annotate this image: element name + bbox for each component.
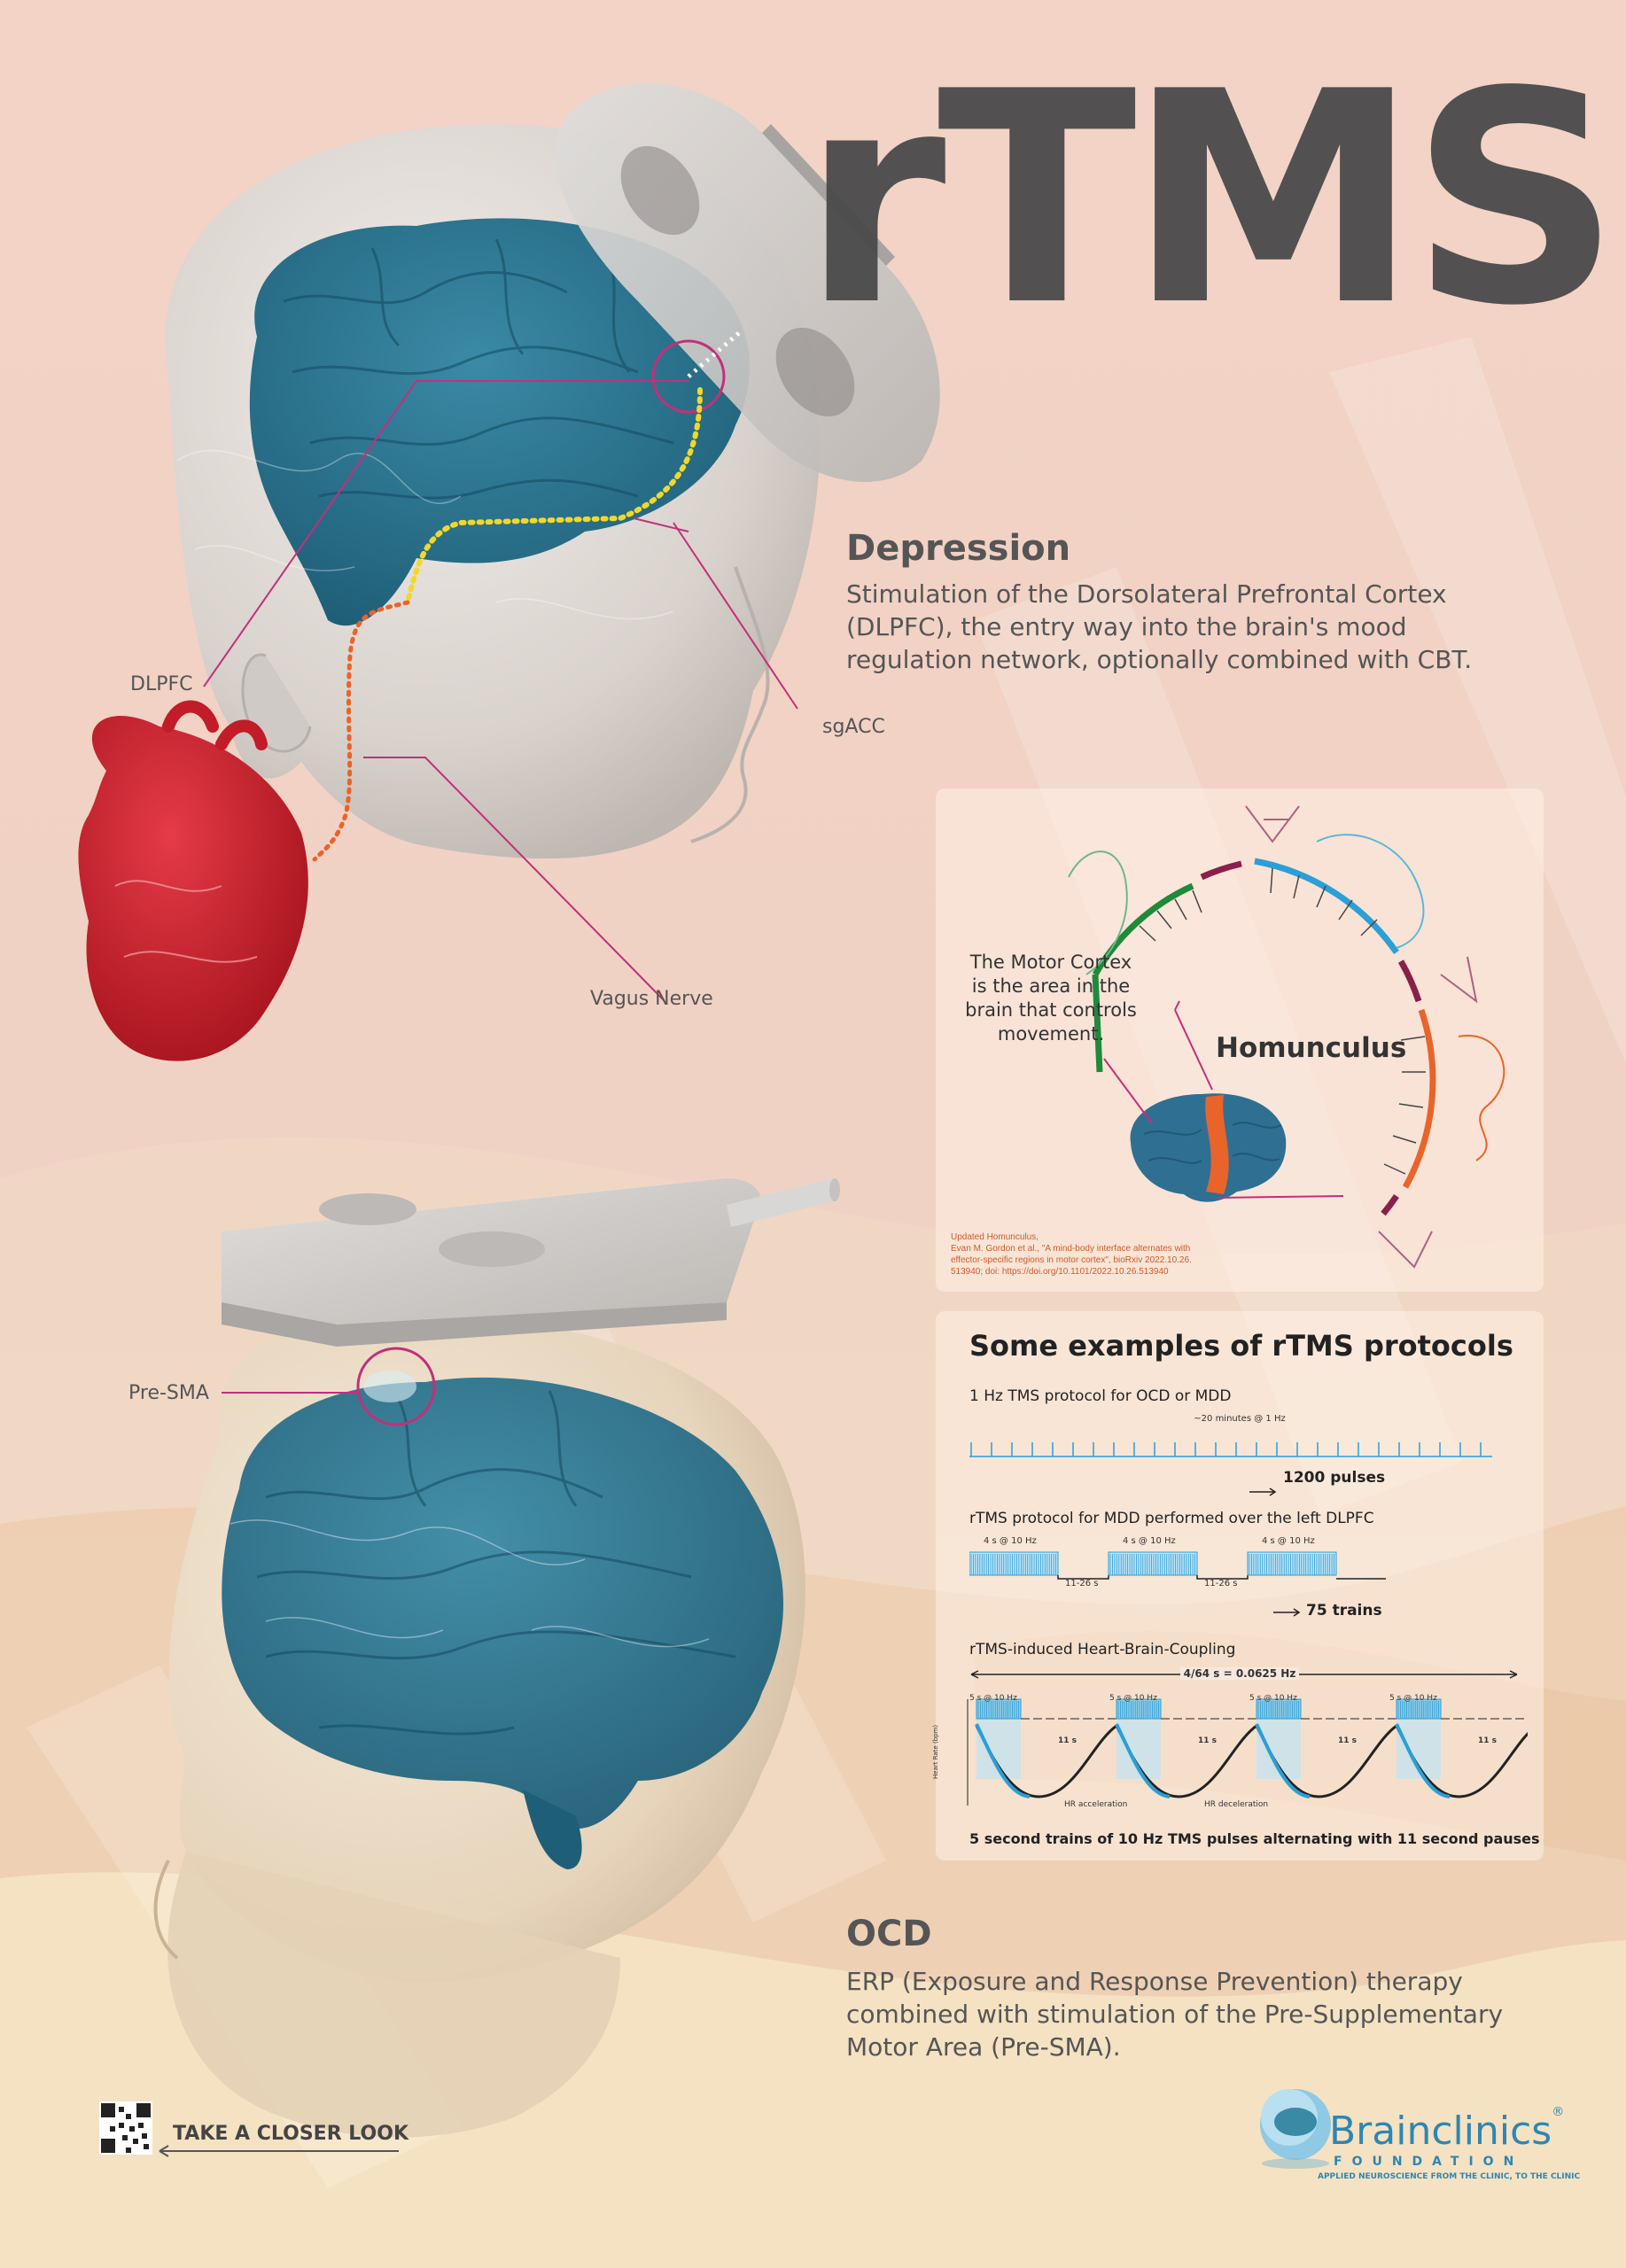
ref-line: 513940; doi: https://doi.org/10.1101/202…	[951, 1267, 1169, 1277]
protocol-3-heart-brain-chart	[967, 1670, 1528, 1806]
brand-foundation: FOUNDATION	[1334, 2155, 1524, 2169]
train-label: 5 s @ 10 Hz	[1249, 1694, 1297, 1703]
hr-deceleration-segment	[975, 1723, 1451, 1798]
depression-line: regulation network, optionally combined …	[846, 645, 1473, 674]
protocol-2-result: 75 trains	[1306, 1602, 1382, 1619]
protocol-3-footer: 5 second trains of 10 Hz TMS pulses alte…	[969, 1830, 1540, 1847]
brand-name: Brainclinics	[1329, 2109, 1552, 2154]
caption-line: is the area in the	[971, 975, 1131, 997]
label-pre-sma: Pre-SMA	[128, 1382, 209, 1404]
ocd-line: combined with stimulation of the Pre-Sup…	[846, 2000, 1504, 2029]
motor-cortex-panel: The Motor Cortex is the area in the brai…	[936, 788, 1544, 1292]
motor-cortex-caption: The Motor Cortex is the area in the brai…	[936, 951, 1166, 1046]
train-label: 5 s @ 10 Hz	[1389, 1694, 1437, 1703]
protocol-2-title: rTMS protocol for MDD performed over the…	[969, 1510, 1374, 1527]
brand-tagline: APPLIED NEUROSCIENCE FROM THE CLINIC, TO…	[1318, 2172, 1581, 2181]
homunculus-reference: Updated Homunculus, Evan M. Gordon et al…	[951, 1231, 1217, 1278]
protocol-3-ylabel: Heart Rate (bpm)	[932, 1725, 939, 1779]
period-label: 4/64 s = 0.0625 Hz	[1179, 1667, 1300, 1680]
gap-label: 11-26 s	[1204, 1579, 1238, 1588]
ocd-line: ERP (Exposure and Response Prevention) t…	[846, 1967, 1463, 1996]
poster-title: rTMS	[802, 29, 1621, 369]
ocd-description: ERP (Exposure and Response Prevention) t…	[846, 1965, 1503, 2063]
pulse-train	[1256, 1698, 1302, 1720]
pulse-train	[1116, 1698, 1162, 1720]
homunculus-diagram	[1068, 805, 1505, 1269]
ref-line: Evan M. Gordon et al., "A mind-body inte…	[951, 1244, 1191, 1254]
protocol-2-pulse-trains	[969, 1551, 1386, 1617]
caption-line: movement.	[997, 1023, 1105, 1045]
ref-line: effector-specific regions in motor corte…	[951, 1255, 1192, 1265]
train-label: 5 s @ 10 Hz	[1109, 1694, 1157, 1703]
pause-label: 11 s	[1198, 1736, 1218, 1745]
label-sgacc: sgACC	[822, 716, 885, 738]
protocol-1-title: 1 Hz TMS protocol for OCD or MDD	[969, 1387, 1232, 1405]
label-vagus-nerve: Vagus Nerve	[590, 988, 713, 1010]
depression-description: Stimulation of the Dorsolateral Prefront…	[846, 578, 1472, 676]
qr-code	[99, 2101, 399, 2157]
pulse-train	[976, 1698, 1022, 1720]
brainclinics-wordmark: Brainclinics®	[1329, 2105, 1564, 2154]
ocd-heading: OCD	[846, 1914, 932, 1954]
protocol-3-period: 4/64 s = 0.0625 Hz	[936, 1667, 1544, 1680]
caption-line: brain that controls	[965, 999, 1137, 1021]
registered-mark: ®	[1552, 2105, 1565, 2119]
hr-deceleration-label: HR deceleration	[1204, 1800, 1269, 1809]
ref-line: Updated Homunculus,	[951, 1232, 1039, 1242]
train-label: 4 s @ 10 Hz	[984, 1536, 1037, 1546]
gap-line	[1196, 1575, 1249, 1580]
brainclinics-logo-icon	[1260, 2089, 1331, 2169]
ocd-line: Motor Area (Pre-SMA).	[846, 2032, 1121, 2062]
train-label: 5 s @ 10 Hz	[969, 1694, 1017, 1703]
pause-label: 11 s	[1058, 1736, 1078, 1745]
take-a-closer-look-link[interactable]: TAKE A CLOSER LOOK	[173, 2123, 408, 2145]
train-label: 4 s @ 10 Hz	[1123, 1536, 1176, 1546]
gap-label: 11-26 s	[1065, 1579, 1099, 1588]
pause-label: 11 s	[1478, 1736, 1498, 1745]
pulse-train	[1396, 1698, 1442, 1720]
label-dlpfc: DLPFC	[130, 673, 193, 695]
depression-line: Stimulation of the Dorsolateral Prefront…	[846, 579, 1447, 609]
protocol-1-pulse-train	[969, 1442, 1492, 1496]
homunculus-title: Homunculus	[1216, 1032, 1407, 1064]
protocol-1-duration: ~20 minutes @ 1 Hz	[1194, 1414, 1286, 1424]
depression-line: (DLPFC), the entry way into the brain's …	[846, 612, 1407, 641]
ylabel-text: Heart Rate (bpm)	[932, 1724, 939, 1779]
train-label: 4 s @ 10 Hz	[1262, 1536, 1315, 1546]
caption-line: The Motor Cortex	[969, 951, 1132, 973]
protocol-1-result: 1200 pulses	[1283, 1469, 1386, 1487]
protocols-heading: Some examples of rTMS protocols	[969, 1329, 1513, 1363]
protocols-panel: Some examples of rTMS protocols 1 Hz TMS…	[932, 1311, 1544, 1860]
protocol-3-title: rTMS-induced Heart-Brain-Coupling	[969, 1641, 1236, 1658]
pause-label: 11 s	[1338, 1736, 1358, 1745]
hr-acceleration-label: HR acceleration	[1064, 1800, 1128, 1809]
depression-heading: Depression	[846, 528, 1071, 569]
gap-line	[1057, 1575, 1109, 1580]
